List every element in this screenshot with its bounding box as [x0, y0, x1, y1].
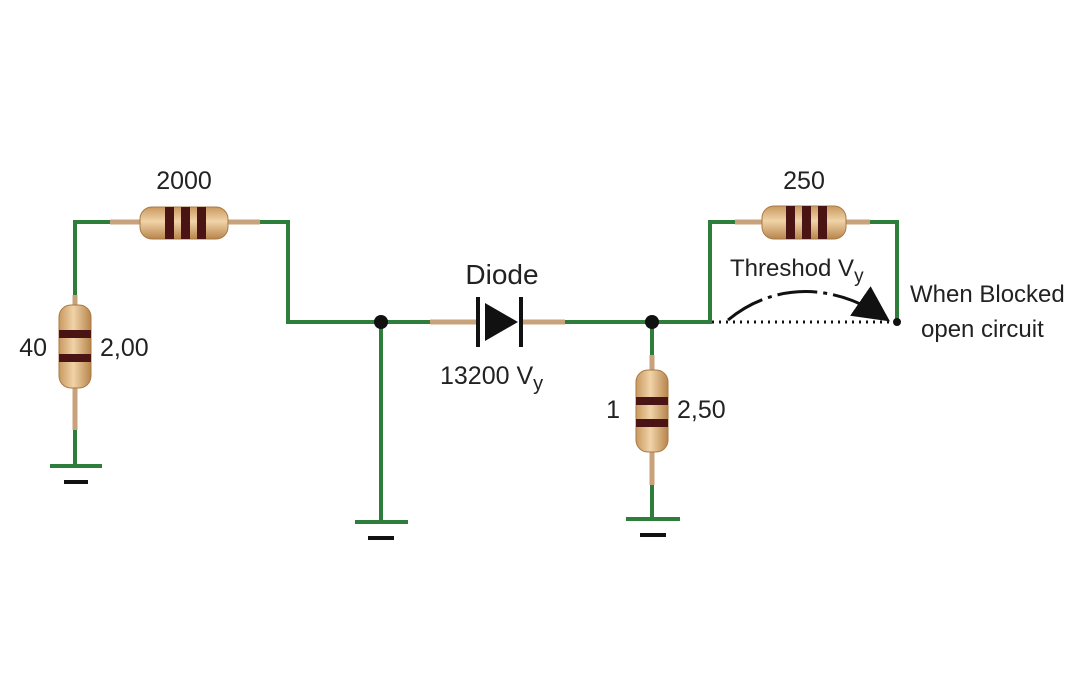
wire-right-loop-right — [858, 220, 899, 324]
resistor-left-vertical — [58, 295, 92, 430]
diode-rating: 13200 Vy — [440, 362, 543, 395]
diode-icon — [430, 297, 565, 347]
resistor-right-top — [735, 205, 870, 240]
threshold-sub: y — [854, 266, 864, 287]
junction-node-icon — [645, 315, 659, 329]
ground-icon — [626, 517, 680, 537]
diode-title: Diode — [465, 259, 538, 290]
resistor-middle-vertical-right-label: 2,50 — [677, 396, 726, 424]
resistor-top-left-value: 2000 — [156, 167, 212, 195]
open-circuit-end-node — [893, 318, 901, 326]
resistor-middle-vertical-left-label: 1 — [606, 396, 620, 424]
resistor-top-left — [110, 206, 260, 240]
wire-left-top — [73, 220, 122, 307]
diode-rating-sub: y — [533, 373, 543, 395]
arrow-icon — [727, 286, 890, 322]
diode-rating-main: 13200 V — [440, 362, 533, 390]
ground-icon — [355, 520, 408, 540]
wire-top-to-junction — [248, 220, 472, 324]
ground-icon — [50, 464, 102, 484]
blocked-line1: When Blocked — [910, 281, 1065, 308]
blocked-line2: open circuit — [921, 316, 1044, 343]
resistor-left-vertical-left-label: 40 — [19, 334, 47, 362]
resistor-right-top-value: 250 — [783, 167, 825, 195]
resistor-left-vertical-right-label: 2,00 — [100, 334, 149, 362]
resistor-middle-vertical — [635, 355, 669, 485]
junction-node-icon — [374, 315, 388, 329]
threshold-label: Threshod Vy — [730, 255, 864, 287]
wire-right-loop-left — [708, 220, 747, 324]
threshold-main: Threshod V — [730, 255, 854, 282]
